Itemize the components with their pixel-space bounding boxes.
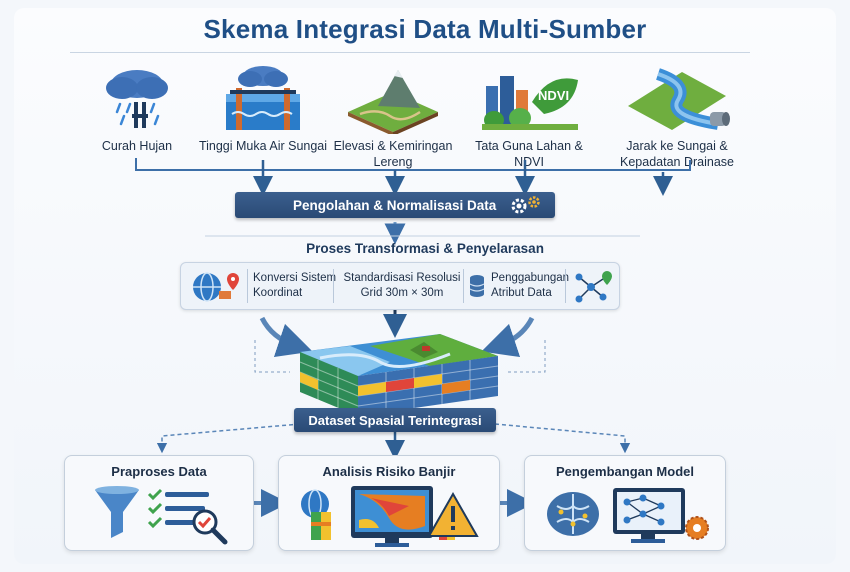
- integrated-grid-illustration: [299, 334, 499, 416]
- step-attribute-merge: Penggabungan Atribut Data: [491, 272, 570, 299]
- source-label: Curah Hujan: [101, 139, 173, 153]
- terrain-icon: [348, 70, 438, 134]
- output-model-development: Pengembangan Model: [524, 455, 726, 551]
- network-icon: [575, 271, 612, 303]
- output-title: Pengembangan Model: [556, 464, 694, 479]
- source-elevation: Elevasi & Kemiringan Lereng: [328, 62, 458, 171]
- source-label: Tinggi Muka Air Sungai: [198, 139, 328, 153]
- transform-steps-panel: Konversi Sistem Koordinat Standardisasi …: [180, 262, 620, 310]
- globe-pin-icon: [193, 272, 239, 302]
- dataset-label: Dataset Spasial Terintegrasi: [308, 413, 482, 428]
- diagram-title: Skema Integrasi Data Multi-Sumber: [203, 14, 647, 44]
- curved-arrow: [259, 316, 313, 358]
- processing-step: Pengolahan & Normalisasi Data: [235, 192, 555, 218]
- step-coordinate-conversion: Konversi Sistem Koordinat: [253, 272, 337, 299]
- output-title: Analisis Risiko Banjir: [322, 464, 456, 479]
- risk-map-monitor-icon: [301, 486, 479, 547]
- source-label: Elevasi & Kemiringan Lereng: [328, 138, 458, 171]
- curved-arrow: [481, 316, 535, 358]
- river-icon: [628, 68, 730, 130]
- output-flood-risk-analysis: Analisis Risiko Banjir: [278, 455, 500, 551]
- source-rainfall: Curah Hujan: [72, 62, 202, 154]
- integrated-dataset: Dataset Spasial Terintegrasi: [294, 408, 496, 432]
- output-preprocessing: Praproses Data: [64, 455, 254, 551]
- brain-network-monitor-icon: [547, 488, 709, 543]
- funnel-checklist-icon: [95, 486, 228, 545]
- source-label: Jarak ke Sungai & Kepadatan Drainase: [620, 139, 734, 170]
- title-divider: [70, 52, 750, 53]
- processing-label: Pengolahan & Normalisasi Data: [293, 198, 497, 213]
- rain-cloud-icon: [106, 70, 168, 128]
- source-land-use: NDVI Tata Guna Lahan & NDVI: [464, 62, 594, 171]
- water-level-icon: [226, 66, 300, 130]
- land-use-icon: NDVI: [482, 76, 578, 130]
- source-label-text: Elevasi & Kemiringan Lereng: [333, 139, 453, 170]
- database-icon: [469, 275, 485, 297]
- dashed-arrow: [156, 423, 301, 454]
- step-grid-standardization: Standardisasi Resolusi Grid 30m × 30m: [343, 272, 461, 299]
- source-water-level: Tinggi Muka Air Sungai: [198, 62, 328, 154]
- gears-icon: [511, 196, 540, 214]
- source-river: Jarak ke Sungai & Kepadatan Drainase: [612, 62, 742, 171]
- dashed-arrow: [494, 423, 631, 454]
- collector-line: [135, 158, 691, 171]
- source-label: Tata Guna Lahan & NDVI: [475, 139, 583, 170]
- output-title: Praproses Data: [111, 464, 207, 479]
- ndvi-badge: NDVI: [538, 88, 569, 103]
- transform-title: Proses Transformasi & Penyelarasan: [306, 241, 544, 256]
